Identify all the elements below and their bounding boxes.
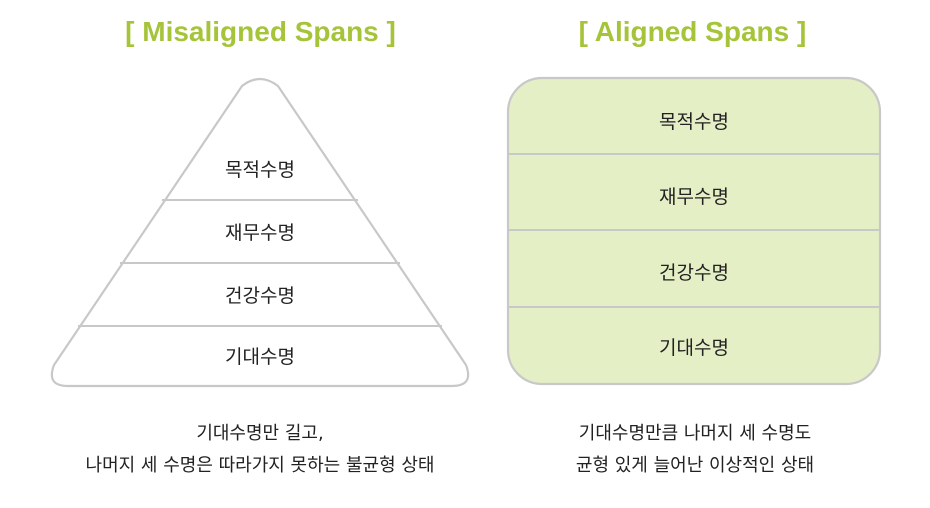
aligned-layer-life-expectancy: 기대수명: [659, 337, 729, 359]
aligned-layer-health: 건강수명: [659, 262, 729, 284]
caption-line: 나머지 세 수명은 따라가지 못하는 불균형 상태: [85, 455, 435, 476]
misaligned-title: [ Misaligned Spans ]: [125, 16, 396, 47]
misaligned-pyramid: 목적수명 재무수명 건강수명 기대수명: [50, 77, 470, 388]
caption-line: 기대수명만 길고,: [196, 423, 324, 444]
pyramid-layer-life-expectancy: 기대수명: [225, 346, 295, 368]
aligned-block: 목적수명 재무수명 건강수명 기대수명: [506, 76, 882, 386]
aligned-title: [ Aligned Spans ]: [578, 16, 807, 47]
pyramid-layer-purpose: 목적수명: [225, 159, 295, 181]
caption-line: 균형 있게 늘어난 이상적인 상태: [575, 455, 815, 476]
aligned-layer-financial: 재무수명: [659, 186, 729, 208]
pyramid-layer-financial: 재무수명: [225, 222, 295, 244]
misaligned-caption: 기대수명만 길고, 나머지 세 수명은 따라가지 못하는 불균형 상태: [10, 418, 510, 482]
aligned-layer-purpose: 목적수명: [659, 111, 729, 133]
caption-line: 기대수명만큼 나머지 세 수명도: [578, 423, 812, 444]
pyramid-outline: [50, 77, 470, 388]
pyramid-layer-health: 건강수명: [225, 285, 295, 307]
aligned-caption: 기대수명만큼 나머지 세 수명도 균형 있게 늘어난 이상적인 상태: [445, 418, 930, 482]
